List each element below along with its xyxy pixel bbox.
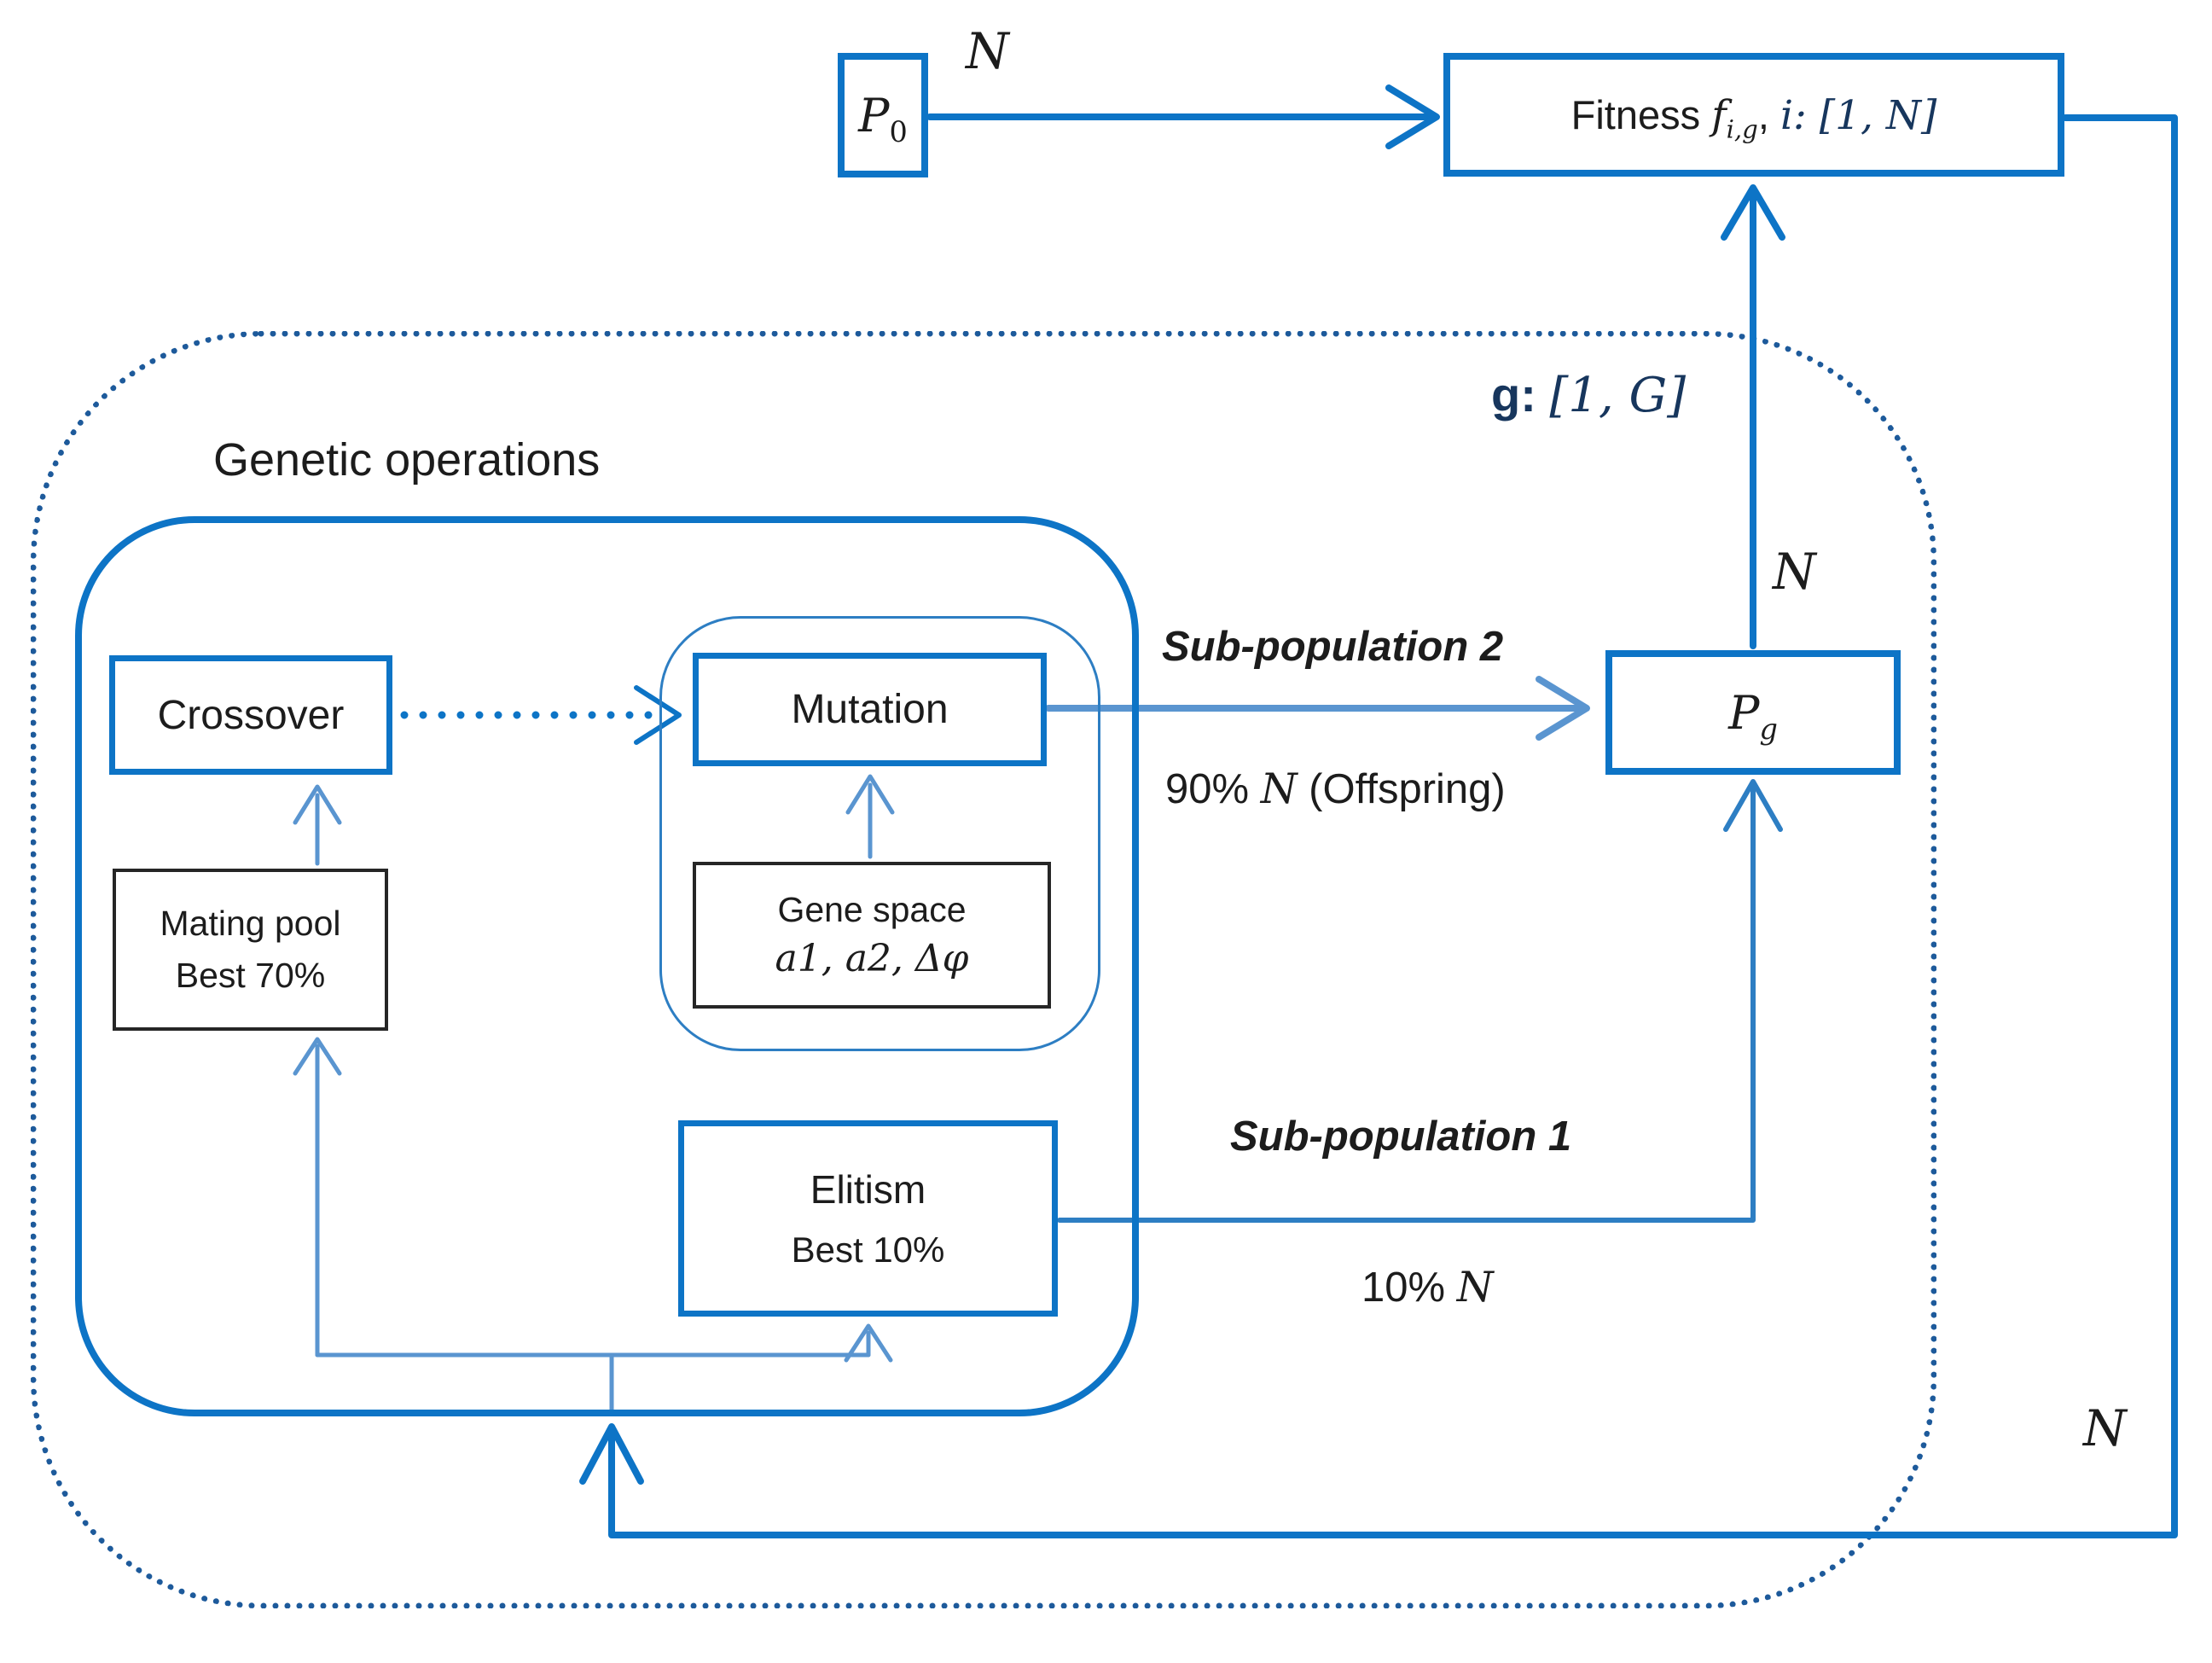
n-count-top-text: N (966, 22, 1009, 80)
n-count-bottom-label: N (2083, 1399, 2127, 1457)
generation-range-prefix: g: (1491, 368, 1536, 422)
fitness-label-prefix: Fitness (1570, 91, 1712, 137)
fitness-index-range: i: [1, N] (1779, 91, 1937, 139)
fitness-box: Fitness fi,g, i: [1, N] (1443, 53, 2064, 177)
gene-space-line1: Gene space (777, 890, 967, 929)
pg-label: Pg (1728, 685, 1778, 743)
fitness-label: Fitness fi,g, i: [1, N] (1570, 91, 1937, 142)
fitness-symbol: fi,g (1711, 91, 1758, 142)
feedback-loop-line (608, 114, 2178, 1538)
mutation-group-container (659, 616, 1100, 1051)
sub-population-1-label: Sub-population 1 (1230, 1113, 1571, 1160)
gene-space-label: Gene space a1, a2, Δφ (775, 890, 969, 980)
arrow-elitism-to-pg-line (1057, 786, 1756, 1223)
mating-pool-line1: Mating pool (160, 904, 341, 943)
arrow-mutation-to-pg-head (1536, 676, 1590, 741)
generation-range-label: g: [1, G] (1491, 367, 1686, 423)
p0-label: P0 (858, 88, 908, 146)
arrow-pg-to-fitness-head (1721, 184, 1785, 241)
fitness-symbol-f: f (1711, 91, 1727, 139)
feedback-loop-head (579, 1423, 644, 1485)
genetic-operations-title: Genetic operations (213, 433, 600, 486)
elite-share-prefix: 10% (1361, 1265, 1457, 1311)
pg-box: Pg (1605, 650, 1901, 775)
elitism-box: Elitism Best 10% (678, 1120, 1058, 1317)
elitism-label: Elitism Best 10% (792, 1166, 945, 1271)
arrow-genespace-to-mutation-head (845, 774, 895, 815)
mating-pool-label: Mating pool Best 70% (160, 904, 341, 996)
selection-net-to-elitism-head (844, 1323, 893, 1363)
offspring-share-prefix: 90% (1165, 766, 1261, 812)
n-count-mid-text: N (1773, 543, 1816, 601)
gene-space-box: Gene space a1, a2, Δφ (693, 862, 1051, 1009)
n-count-mid-label: N (1773, 543, 1816, 601)
genetic-operations-title-text: Genetic operations (213, 434, 601, 486)
fitness-label-sep: , (1757, 91, 1780, 137)
p0-box: P0 (838, 53, 928, 177)
n-count-bottom-text: N (2083, 1399, 2127, 1457)
sub-population-2-text: Sub-population 2 (1162, 624, 1504, 670)
offspring-share-suffix: (Offspring) (1297, 766, 1506, 812)
elite-share-label: 10% N (1361, 1263, 1494, 1311)
elitism-line1: Elitism (810, 1167, 926, 1212)
offspring-share-label: 90% N (Offspring) (1165, 765, 1506, 813)
sub-population-2-label: Sub-population 2 (1162, 623, 1503, 671)
arrow-elitism-to-pg-head (1723, 779, 1783, 832)
crossover-label: Crossover (157, 692, 345, 738)
generation-loop-dotted-boundary (31, 331, 1936, 1608)
sub-population-1-text: Sub-population 1 (1230, 1114, 1572, 1160)
mating-pool-box: Mating pool Best 70% (113, 869, 388, 1031)
selection-net-to-matingpool-head (293, 1037, 342, 1076)
elitism-line2: Best 10% (791, 1230, 945, 1270)
arrow-matingpool-to-crossover-head (293, 784, 342, 825)
generation-range-value: [1, G] (1549, 368, 1687, 423)
elite-share-n: N (1456, 1263, 1494, 1311)
genetic-operations-container (75, 516, 1139, 1416)
n-count-top-label: N (966, 22, 1009, 80)
offspring-share-n: N (1260, 765, 1298, 813)
mutation-box: Mutation (693, 653, 1047, 766)
p0-label-sub: 0 (889, 114, 908, 148)
pg-label-sub: g (1759, 712, 1778, 746)
pg-label-base: P (1728, 685, 1760, 740)
p0-label-base: P (858, 88, 890, 142)
crossover-box: Crossover (109, 655, 392, 775)
gene-space-line2: a1, a2, Δφ (775, 937, 969, 980)
arrow-p0-to-fitness-head (1385, 84, 1440, 149)
fitness-symbol-sub: i,g (1726, 113, 1758, 143)
arrow-crossover-to-mutation-head (634, 685, 682, 745)
mutation-label: Mutation (791, 687, 949, 732)
mating-pool-line2: Best 70% (175, 956, 326, 995)
